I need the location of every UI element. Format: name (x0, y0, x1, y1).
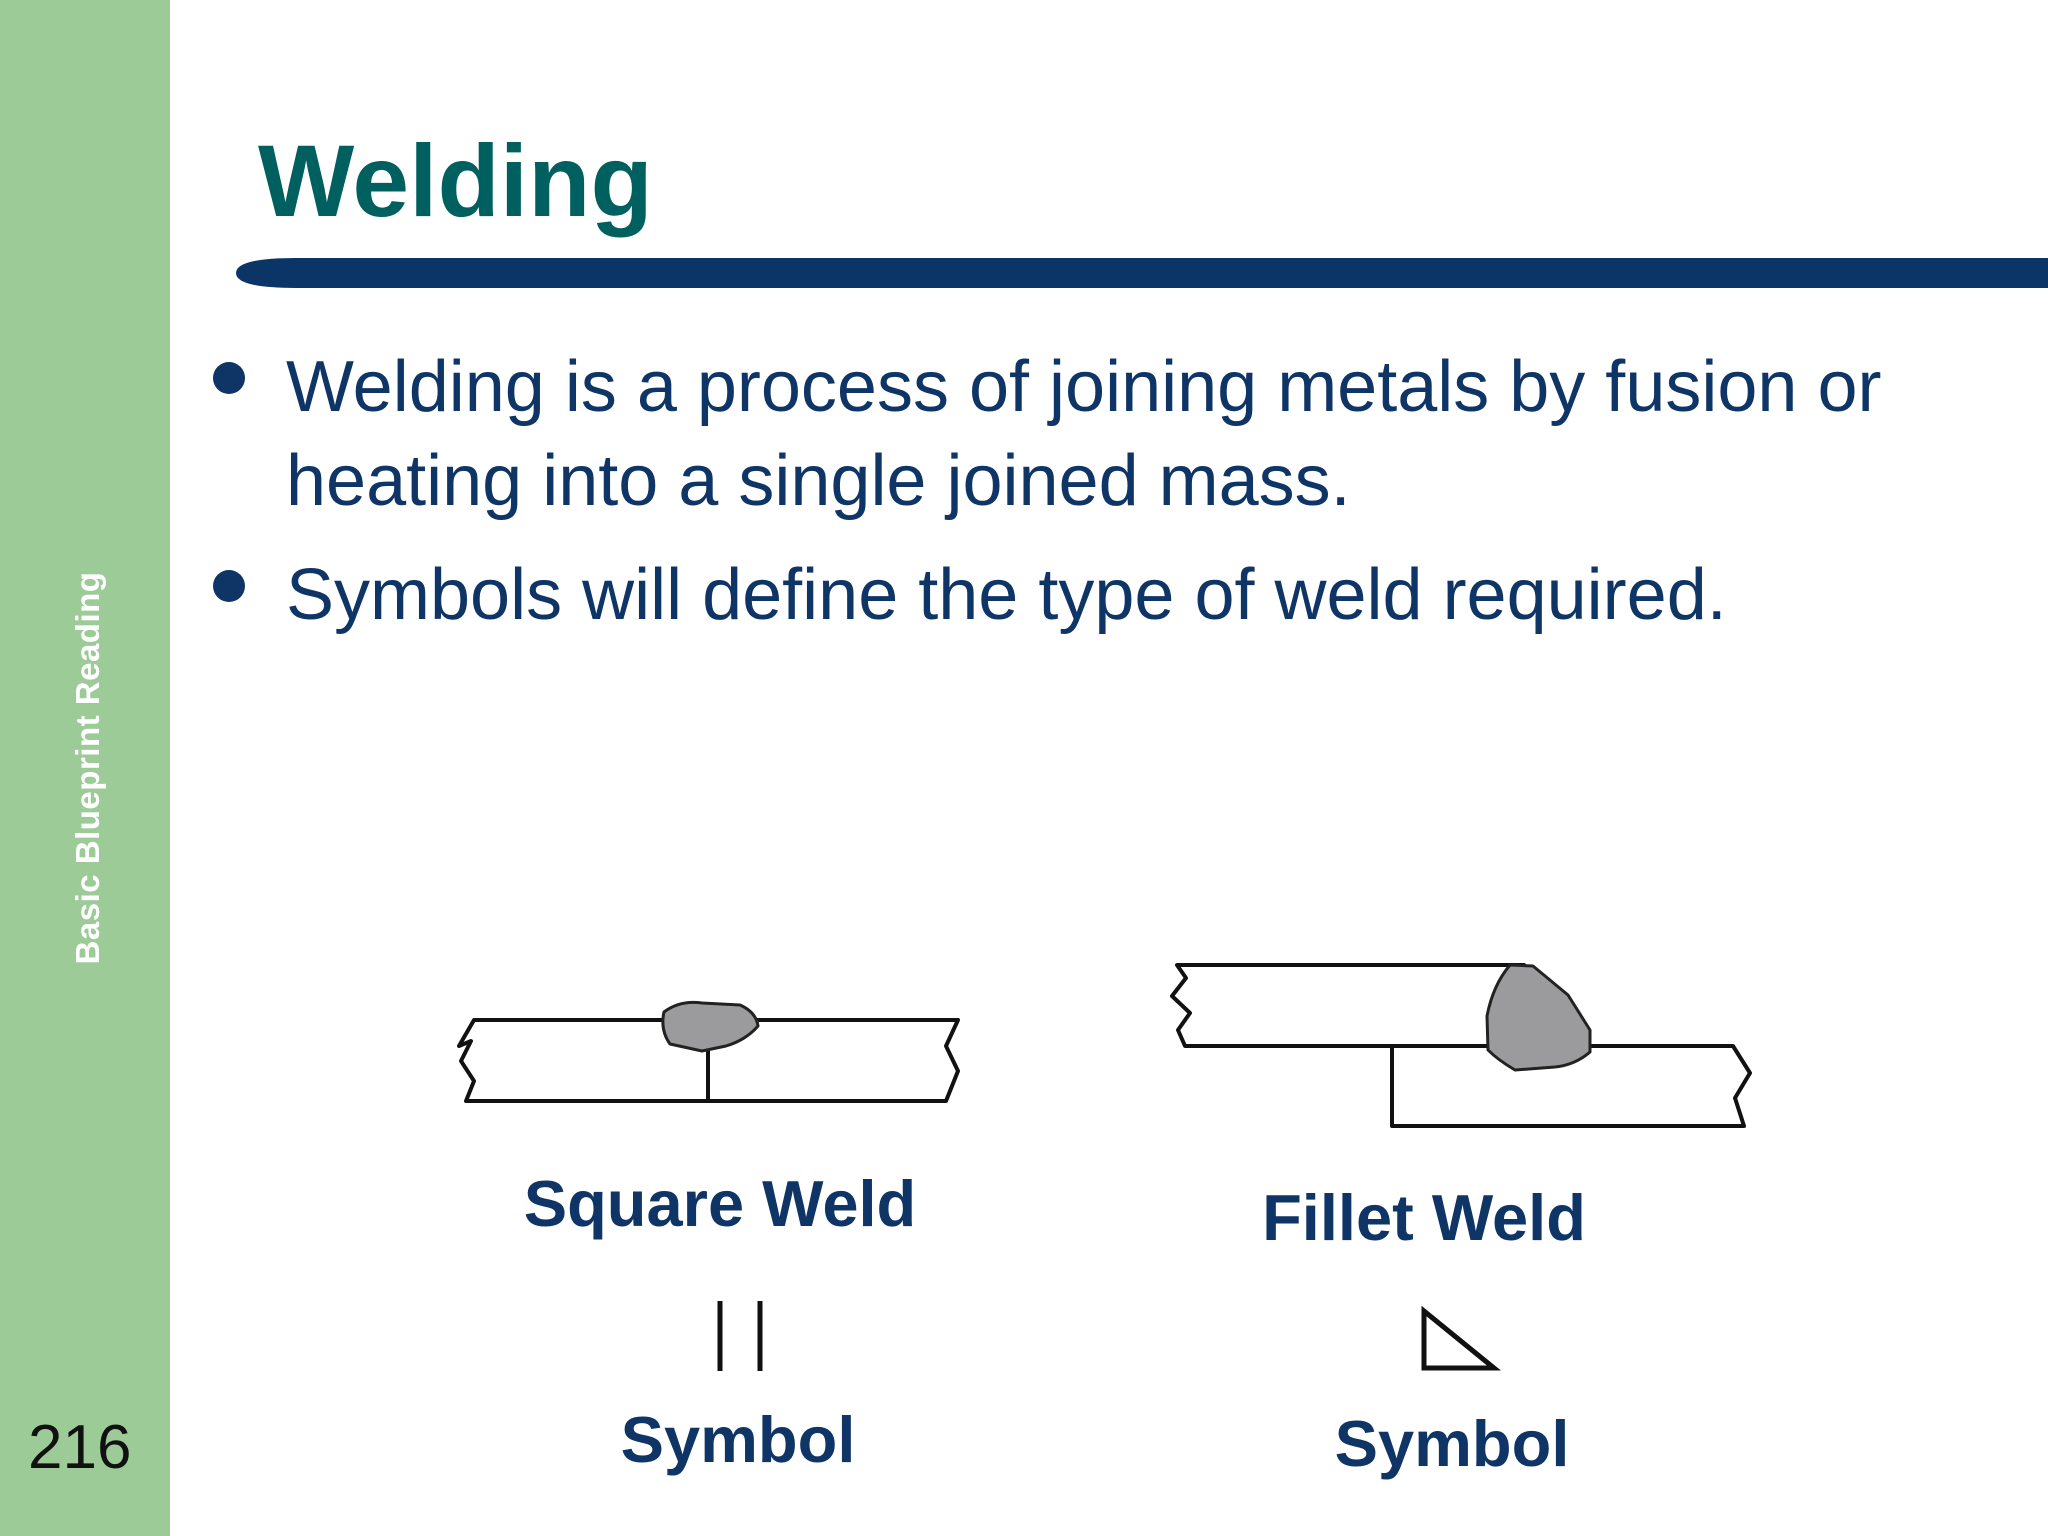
square-weld-bead (661, 1000, 760, 1053)
fillet-weld-symbol-label: Symbol (1334, 1407, 1570, 1480)
fillet-weld-symbol-icon (1421, 1305, 1502, 1371)
square-weld-symbol-icon (717, 1301, 763, 1371)
slide-title: Welding (258, 124, 653, 238)
fillet-weld-bead (1485, 963, 1592, 1072)
title-underline (236, 258, 2048, 288)
square-weld-caption: Square Weld (523, 1167, 917, 1240)
page-number: 216 (28, 1413, 132, 1482)
square-weld-symbol-label: Symbol (620, 1403, 856, 1476)
sidebar: Basic Blueprint Reading 216 (0, 0, 170, 1536)
bullet-list: Welding is a process of joining metals b… (210, 340, 2030, 662)
bullet-item: Welding is a process of joining metals b… (210, 340, 2030, 528)
fillet-weld-figure (1170, 963, 1752, 1128)
fillet-weld-caption: Fillet Weld (1262, 1181, 1586, 1254)
square-weld-figure (457, 1000, 960, 1103)
bullet-item: Symbols will define the type of weld req… (210, 548, 2030, 642)
